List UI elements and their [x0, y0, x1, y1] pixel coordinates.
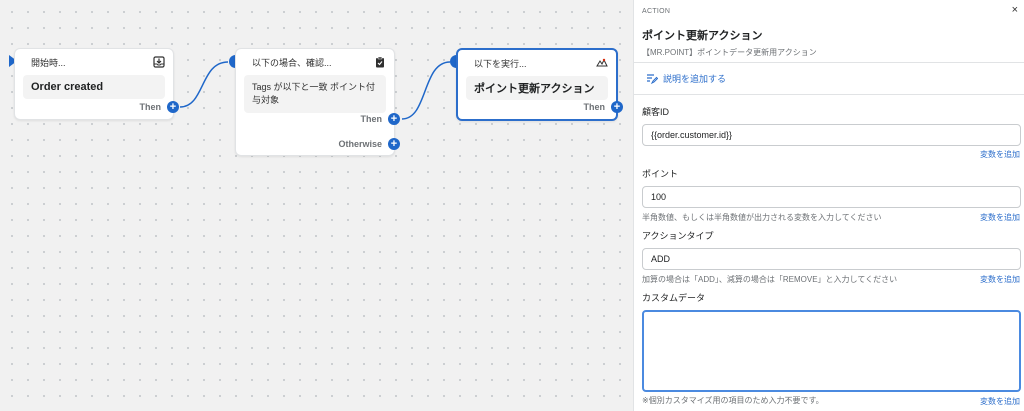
customer-id-field: 顧客ID {{order.customer.id}} 変数を追加 — [634, 105, 1024, 163]
add-description-label: 説明を追加する — [663, 74, 727, 84]
points-field: ポイント 100 半角数値、もしくは半角数値が出力される変数を入力してください … — [634, 167, 1024, 225]
trigger-start-marker — [9, 55, 17, 67]
action-node-body: ポイント更新アクション — [466, 76, 608, 100]
customer-id-input[interactable]: {{order.customer.id}} — [642, 124, 1021, 146]
connector-trigger-to-condition — [179, 61, 229, 108]
points-help-text: 半角数値、もしくは半角数値が出力される変数を入力してください — [642, 213, 882, 222]
custom-data-label: カスタムデータ — [642, 293, 706, 303]
add-step-plus-icon[interactable]: + — [611, 101, 623, 113]
panel-kicker: ACTION — [642, 8, 671, 15]
custom-data-add-variable-link[interactable]: 変数を追加 — [980, 397, 1020, 406]
custom-data-field: カスタムデータ ※個別カスタマイズ用の項目のため入力不要です。 変数を追加 — [634, 291, 1024, 411]
otherwise-label: Otherwise — [338, 139, 382, 149]
condition-node[interactable]: 以下の場合、確認... Tags が以下と一致 ポイント付与対象 Then + … — [235, 48, 400, 156]
customer-id-label: 顧客ID — [642, 107, 670, 117]
action-type-add-variable-link[interactable]: 変数を追加 — [980, 275, 1020, 284]
points-add-variable-link[interactable]: 変数を追加 — [980, 213, 1020, 222]
action-node[interactable]: 以下を実行... ポイント更新アクション Then + — [456, 48, 623, 121]
connector-condition-to-action — [401, 61, 451, 120]
condition-node-title: 以下の場合、確認... — [252, 57, 332, 68]
action-type-input[interactable]: ADD — [642, 248, 1021, 270]
trigger-node[interactable]: 開始時... Order created Then + — [14, 48, 179, 120]
inbox-download-icon — [153, 56, 165, 68]
panel-header: ACTION × ポイント更新アクション 【MR.POINT】ポイントデータ更新… — [634, 0, 1024, 63]
action-type-label: アクションタイプ — [642, 231, 714, 241]
add-description-button[interactable]: 説明を追加する — [634, 63, 1024, 95]
then-label: Then — [583, 102, 606, 112]
add-step-plus-icon[interactable]: + — [388, 113, 400, 125]
add-step-plus-icon[interactable]: + — [167, 101, 179, 113]
condition-node-body: Tags が以下と一致 ポイント付与対象 — [244, 75, 386, 113]
trigger-then-output[interactable]: Then + — [139, 101, 179, 113]
action-node-title: 以下を実行... — [474, 58, 527, 69]
customer-id-add-variable-link[interactable]: 変数を追加 — [980, 150, 1020, 159]
condition-then-output[interactable]: Then + — [360, 113, 400, 125]
edit-note-icon — [646, 73, 659, 85]
clipboard-check-icon — [374, 56, 386, 68]
panel-subtitle: 【MR.POINT】ポイントデータ更新用アクション — [642, 48, 817, 57]
workflow-canvas[interactable]: 開始時... Order created Then + 以下の場合、確認... … — [0, 0, 633, 411]
points-label: ポイント — [642, 169, 679, 179]
panel-title: ポイント更新アクション — [642, 30, 763, 42]
then-label: Then — [360, 114, 383, 124]
custom-data-textarea[interactable] — [642, 310, 1021, 392]
connection-lines — [179, 61, 451, 120]
points-input[interactable]: 100 — [642, 186, 1021, 208]
trigger-node-title: 開始時... — [31, 57, 66, 68]
action-settings-panel: ACTION × ポイント更新アクション 【MR.POINT】ポイントデータ更新… — [633, 0, 1024, 411]
app-logo-icon — [596, 57, 608, 69]
condition-otherwise-output[interactable]: Otherwise + — [338, 138, 400, 150]
trigger-node-body: Order created — [23, 75, 165, 99]
add-step-plus-icon[interactable]: + — [388, 138, 400, 150]
action-type-help-text: 加算の場合は「ADD」、減算の場合は「REMOVE」と入力してください — [642, 275, 898, 284]
custom-data-help-text: ※個別カスタマイズ用の項目のため入力不要です。 — [642, 396, 824, 405]
then-label: Then — [139, 102, 162, 112]
action-then-output[interactable]: Then + — [583, 101, 623, 113]
action-type-field: アクションタイプ ADD 加算の場合は「ADD」、減算の場合は「REMOVE」と… — [634, 229, 1024, 287]
close-icon[interactable]: × — [1011, 4, 1018, 16]
